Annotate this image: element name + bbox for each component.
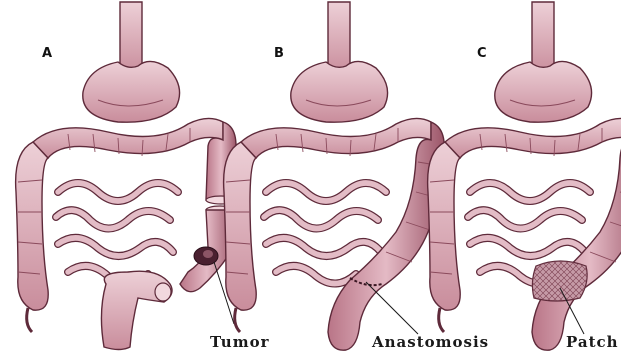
callout-tumor: Tumor — [210, 333, 269, 351]
panel-c-anatomy — [428, 2, 621, 350]
callout-patch: Patch — [566, 333, 619, 351]
panel-label-a: A — [42, 46, 52, 61]
callout-anastomosis: Anastomosis — [372, 333, 489, 351]
panel-b-anatomy — [224, 2, 445, 350]
panel-label-c: C — [477, 46, 487, 61]
panel-label-b: B — [274, 46, 284, 61]
